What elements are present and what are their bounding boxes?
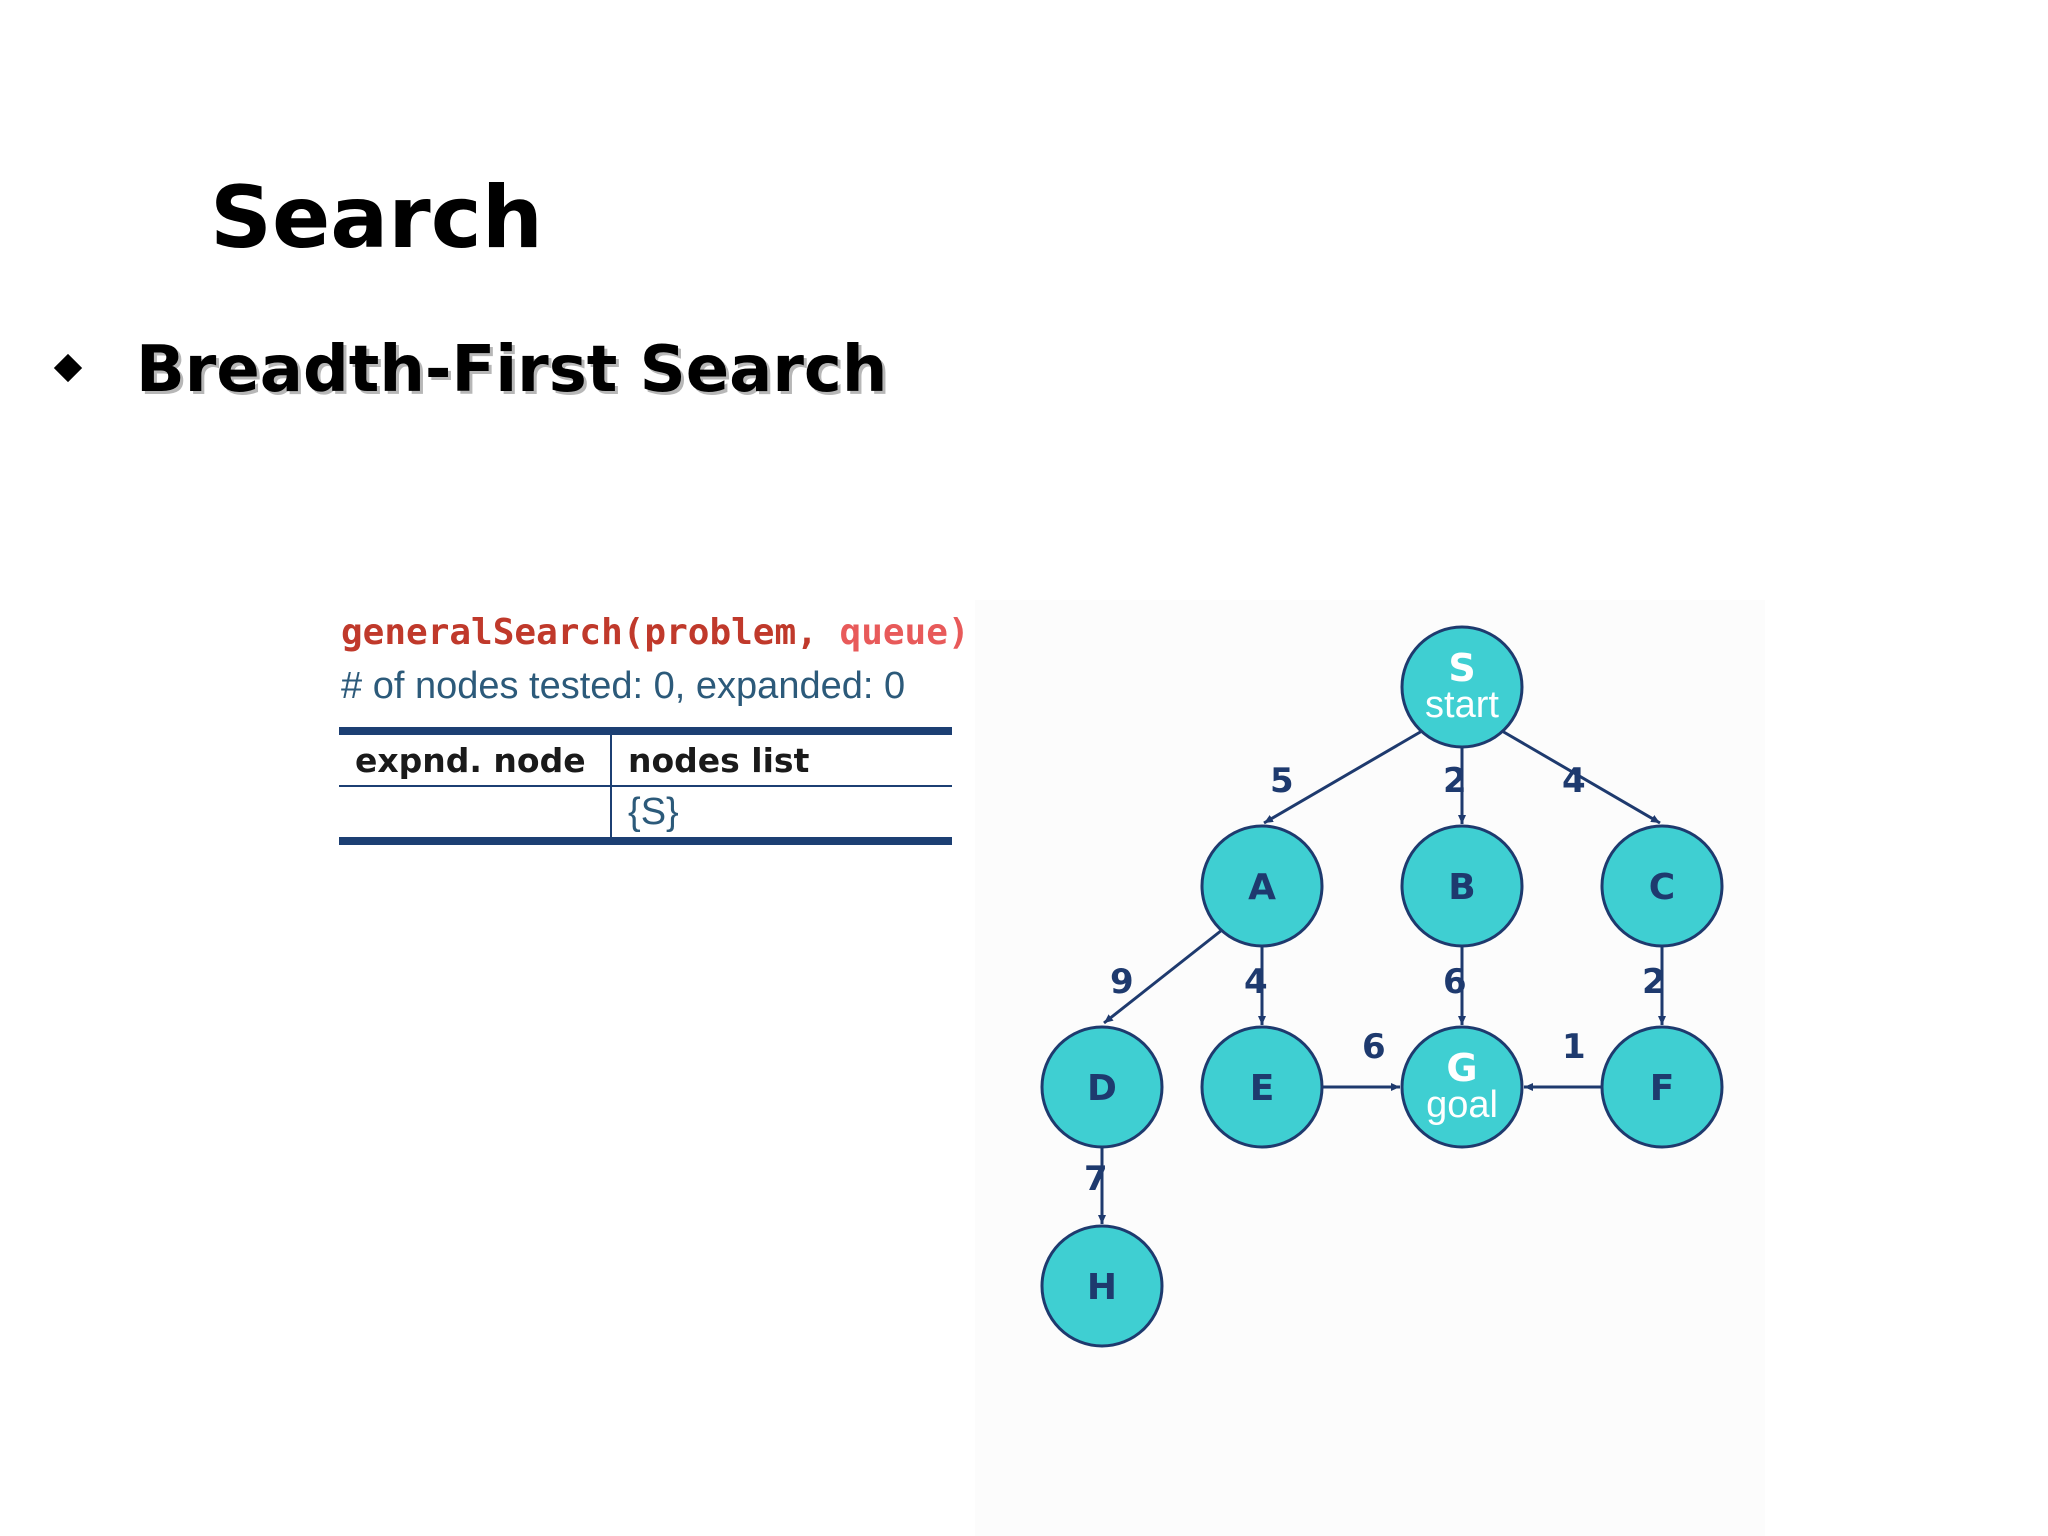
node-label: H [1087,1267,1117,1308]
node-label: D [1087,1068,1117,1109]
node-f: F [1600,1025,1724,1149]
search-stats: # of nodes tested: 0, expanded: 0 [341,665,906,707]
header-nodes-list: nodes list [611,731,952,787]
edge-s-a [1263,729,1423,825]
node-label: A [1248,867,1276,908]
edge-weight-s-c: 4 [1562,761,1586,801]
node-e: E [1200,1025,1324,1149]
code-line: generalSearch(problem, queue) [341,612,970,653]
cell-expanded-node [339,786,612,841]
edge-weight-a-e: 4 [1244,962,1268,1002]
node-circle [1400,824,1524,948]
node-circle [1200,824,1324,948]
edge-weight-f-g: 1 [1562,1027,1586,1067]
node-label: E [1250,1068,1275,1109]
node-circle [1200,1025,1324,1149]
node-d: D [1040,1025,1164,1149]
edge-weight-c-f: 2 [1642,962,1666,1002]
node-label: G [1446,1046,1477,1090]
node-circle [1600,824,1724,948]
edge-s-c [1501,729,1661,825]
node-h: H [1040,1224,1164,1348]
node-label: C [1649,867,1675,908]
edge-weight-b-g: 6 [1443,962,1467,1002]
node-sublabel: start [1425,684,1499,726]
node-b: B [1400,824,1524,948]
edge-a-d [1103,928,1223,1025]
node-circle [1400,625,1524,749]
bullet-text: Breadth-First Search [136,333,888,407]
node-a: A [1200,824,1324,948]
node-label: B [1448,867,1475,908]
bfs-table: expnd. node nodes list {S} [339,727,952,845]
table-row: {S} [339,786,952,841]
bullet-item: Breadth-First Search [53,333,888,407]
node-c: C [1600,824,1724,948]
edge-weight-d-h: 7 [1084,1159,1108,1199]
slide-title: Search [210,168,543,268]
cell-nodes-list: {S} [628,790,679,833]
table-header-row: expnd. node nodes list [339,731,952,787]
edge-weight-e-g: 6 [1362,1027,1386,1067]
edge-weight-s-a: 5 [1270,761,1294,801]
node-label: F [1650,1068,1675,1109]
node-circle [1400,1025,1524,1149]
node-circle [1040,1224,1164,1348]
node-label: S [1448,646,1475,690]
node-circle [1600,1025,1724,1149]
edge-weight-s-b: 2 [1443,761,1467,801]
edge-weight-a-d: 9 [1110,962,1134,1002]
header-expanded-node: expnd. node [339,731,612,787]
node-circle [1040,1025,1164,1149]
code-function: generalSearch(problem, [341,612,818,653]
code-argument: queue) [839,612,970,653]
node-sublabel: goal [1426,1084,1498,1126]
